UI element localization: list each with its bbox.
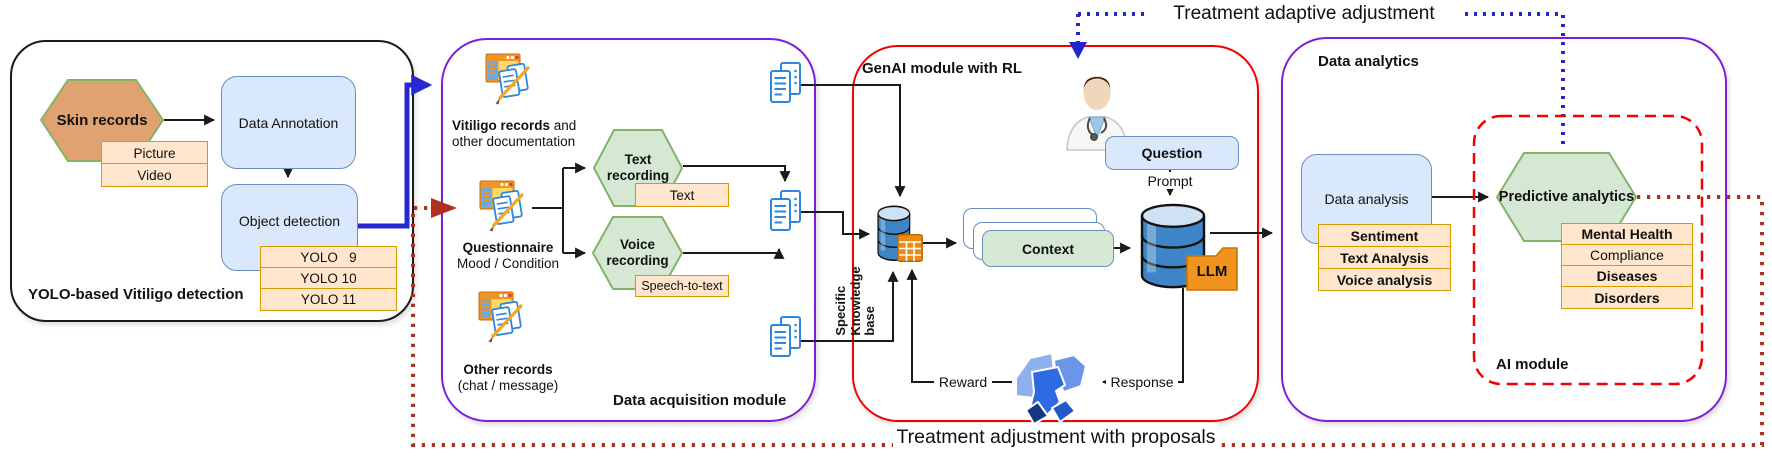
data-annotation-box: Data Annotation [221, 76, 356, 169]
yolo10-tag: YOLO 10 [260, 267, 397, 290]
questionnaire-app-icon [478, 179, 525, 234]
video-tag: Video [101, 163, 208, 187]
sentiment-tag: Sentiment [1318, 224, 1451, 247]
blue-down-arrowhead [1069, 42, 1087, 59]
voice-recording-hexagon: Voice recording [592, 216, 683, 290]
documents-icon [770, 190, 801, 231]
skin-records-hexagon: Skin records [40, 79, 164, 162]
documents-icon [770, 316, 801, 357]
other-records-app-icon [477, 290, 524, 345]
other-records-subtitle: (chat / message) [457, 378, 559, 394]
predictive-analytics-hexagon: Predictive analytics [1496, 152, 1637, 242]
text-tag: Text [635, 183, 729, 207]
predictive-analytics-label: Predictive analytics [1498, 188, 1635, 205]
documents-icon [770, 62, 801, 103]
other-records-caption: Other records (chat / message) [446, 362, 570, 394]
mental-health-tag: Mental Health [1561, 223, 1693, 245]
treatment-proposals-label: Treatment adjustment with proposals [893, 423, 1219, 451]
text-analysis-tag: Text Analysis [1318, 246, 1451, 269]
ai-module-label: AI module [1496, 356, 1569, 373]
table-icon [896, 234, 924, 263]
knowledge-base-label: Specific Knowledge base [832, 266, 878, 336]
vitiligo-records-caption-suffix: and [550, 118, 577, 133]
question-box: Question [1105, 136, 1239, 170]
ai-module-dashed-box [1472, 114, 1704, 386]
yolo9-tag: YOLO 9 [260, 246, 397, 269]
questionnaire-subtitle: Mood / Condition [456, 256, 560, 272]
voice-analysis-tag: Voice analysis [1318, 268, 1451, 291]
vitiligo-records-app-icon [484, 52, 531, 107]
other-records-title: Other records [463, 362, 553, 377]
skin-records-label: Skin records [56, 111, 148, 129]
speech-to-text-tag: Speech-to-text [635, 275, 729, 297]
data-analytics-label: Data analytics [1318, 53, 1419, 70]
panel-yolo-label: YOLO-based Vitiligo detection [28, 286, 244, 303]
disorders-tag: Disorders [1561, 286, 1693, 309]
vitiligo-records-caption-line2: other documentation [452, 134, 576, 150]
diseases-tag: Diseases [1561, 265, 1693, 287]
reward-label: Reward [934, 374, 992, 390]
yolo11-tag: YOLO 11 [260, 288, 397, 311]
compliance-tag: Compliance [1561, 244, 1693, 266]
conversation-faces-icon [1015, 352, 1087, 425]
questionnaire-caption: Questionnaire Mood / Condition [446, 240, 570, 272]
context-box: Context [982, 230, 1114, 267]
llm-label: LLM [1196, 262, 1228, 280]
treatment-adaptive-label: Treatment adaptive adjustment [1148, 2, 1460, 26]
questionnaire-title: Questionnaire [462, 240, 554, 255]
acquisition-module-label: Data acquisition module [613, 392, 787, 409]
genai-module-label: GenAI module with RL [862, 60, 1022, 77]
vitiligo-records-caption: Vitiligo records and other documentation [452, 118, 588, 150]
treatment-proposals-dotted-line [411, 195, 1764, 447]
response-label: Response [1106, 374, 1178, 390]
prompt-label: Prompt [1140, 172, 1200, 189]
vitiligo-records-caption-bold: Vitiligo records [452, 118, 551, 133]
red-right-arrowhead [431, 198, 457, 218]
treatment-adaptive-dotted-line [1076, 12, 1565, 150]
yolo-to-acquisition-arrow [358, 74, 433, 229]
voice-recording-label: Voice recording [606, 237, 669, 268]
picture-tag: Picture [101, 141, 208, 165]
text-recording-label: Text recording [606, 152, 670, 183]
